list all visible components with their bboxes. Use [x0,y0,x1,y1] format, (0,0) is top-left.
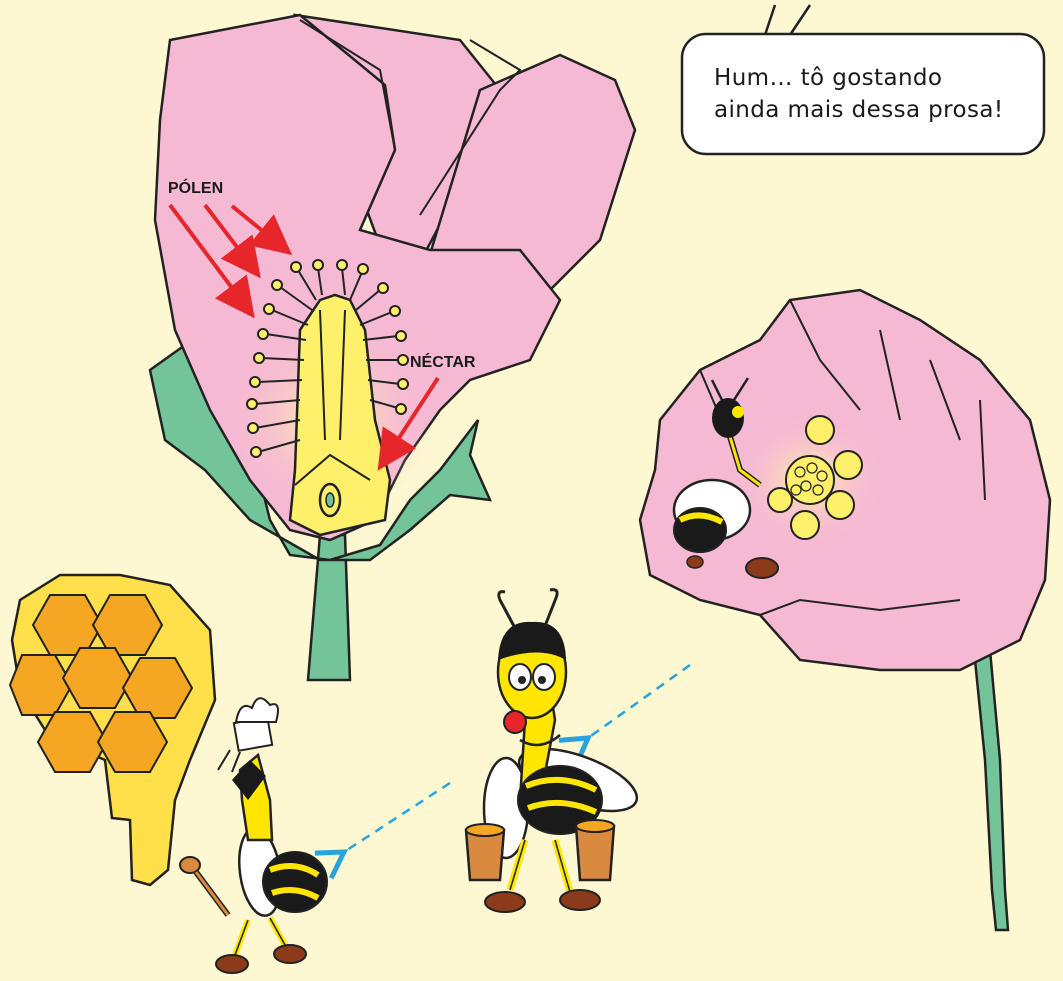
speech-bubble-text: Hum… tô gostando ainda mais dessa prosa! [714,62,1044,126]
pollen-label: PÓLEN [168,180,223,198]
right-flower [640,290,1050,930]
speech-line-2: ainda mais dessa prosa! [714,94,1044,126]
nectar-label: NÉCTAR [410,354,475,372]
bee-with-buckets [466,590,644,912]
honeycomb [10,575,215,885]
speech-line-1: Hum… tô gostando [714,62,1044,94]
chef-bee [180,698,327,973]
cross-section-flower [150,15,635,680]
